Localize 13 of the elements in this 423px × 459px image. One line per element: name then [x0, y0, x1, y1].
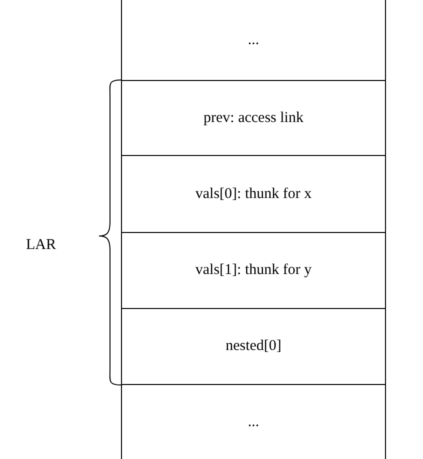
- stack-frame-cell: [121, 80, 386, 155]
- stack-continuation: [121, 0, 386, 80]
- stack-frame-cell: [121, 155, 386, 232]
- cell-text: vals[0]: thunk for x: [195, 186, 312, 202]
- stack-frame-cell: [121, 232, 386, 308]
- cell-text: nested[0]: [226, 338, 282, 355]
- cell-text: vals[1]: thunk for y: [195, 262, 312, 279]
- cell-text: ...: [248, 32, 260, 48]
- bracket-label: LAR: [26, 237, 56, 254]
- cell-text: prev: access link: [204, 110, 304, 126]
- stack-continuation: [121, 385, 386, 459]
- stack-frame-cell: [121, 308, 386, 385]
- cell-text: ...: [248, 414, 260, 430]
